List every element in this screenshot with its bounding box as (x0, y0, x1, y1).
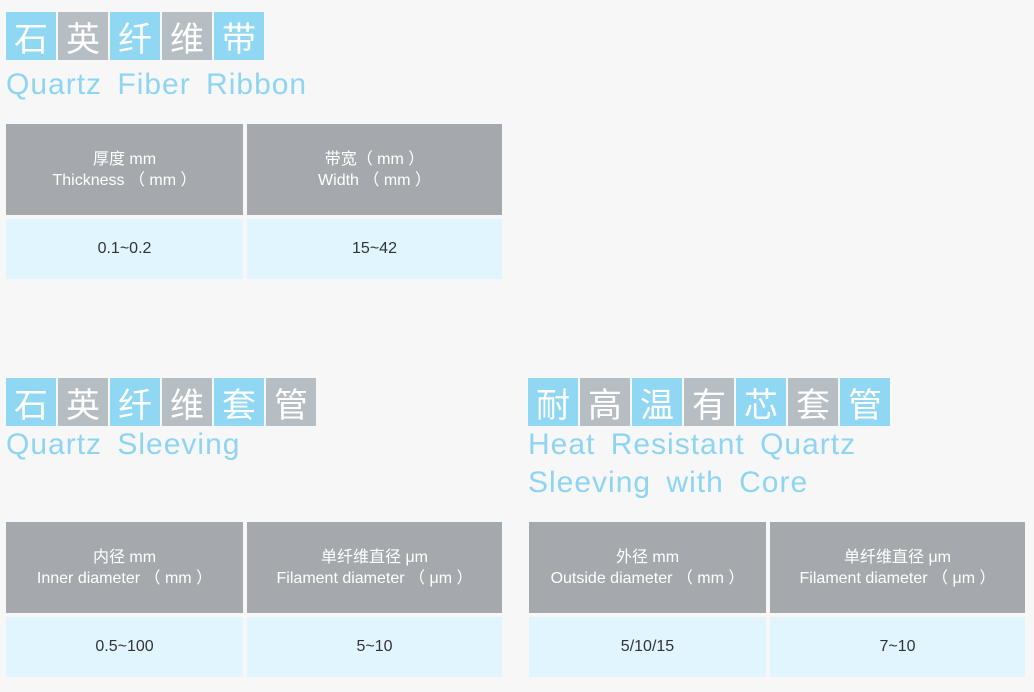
title-char: 耐 (528, 378, 578, 426)
filament-diameter-header: 单纤维直径 μm Filament diameter （ μm ） (247, 522, 502, 613)
title-char: 套 (788, 378, 838, 426)
ribbon-spec-table: 厚度 mm Thickness （ mm ） 带宽（ mm ） Width （ … (6, 124, 502, 279)
sleeving-title-zh: 石 英 纤 维 套 管 (6, 378, 316, 426)
title-char: 英 (58, 378, 108, 426)
title-char: 英 (58, 12, 108, 60)
header-zh: 厚度 mm (92, 150, 157, 168)
header-zh: 外径 mm (615, 548, 680, 566)
ribbon-title-en: Quartz Fiber Ribbon (6, 68, 308, 101)
outside-diameter-value: 5/10/15 (529, 613, 766, 677)
core-title-zh: 耐 高 温 有 芯 套 管 (528, 378, 890, 426)
header-en: Outside diameter （ mm ） (550, 569, 745, 587)
title-char: 维 (162, 378, 212, 426)
sleeving-section: 石 英 纤 维 套 管 Quartz Sleeving (6, 378, 316, 464)
header-zh: 带宽（ mm ） (324, 150, 425, 168)
inner-diameter-value: 0.5~100 (6, 613, 243, 677)
header-zh: 单纤维直径 μm (321, 548, 428, 566)
title-char: 纤 (110, 12, 160, 60)
outside-diameter-header: 外径 mm Outside diameter （ mm ） (529, 522, 766, 613)
inner-diameter-header: 内径 mm Inner diameter （ mm ） (6, 522, 243, 613)
header-en: Inner diameter （ mm ） (36, 569, 213, 587)
title-char: 带 (214, 12, 264, 60)
core-spec-table: 外径 mm Outside diameter （ mm ） 单纤维直径 μm F… (529, 522, 1025, 677)
header-zh: 内径 mm (92, 548, 157, 566)
title-char: 高 (580, 378, 630, 426)
header-en: Filament diameter （ μm ） (276, 569, 473, 587)
header-en: Filament diameter （ μm ） (799, 569, 996, 587)
filament-diameter-value: 7~10 (770, 613, 1025, 677)
header-zh: 单纤维直径 μm (844, 548, 951, 566)
width-header: 带宽（ mm ） Width （ mm ） (247, 124, 502, 215)
thickness-value: 0.1~0.2 (6, 215, 243, 279)
core-title-en-line1: Heat Resistant Quartz (528, 428, 857, 461)
title-char: 纤 (110, 378, 160, 426)
filament-diameter-header: 单纤维直径 μm Filament diameter （ μm ） (770, 522, 1025, 613)
filament-diameter-value: 5~10 (247, 613, 502, 677)
ribbon-section: 石 英 纤 维 带 Quartz Fiber Ribbon (6, 12, 307, 104)
sleeving-spec-table: 内径 mm Inner diameter （ mm ） 单纤维直径 μm Fil… (6, 522, 502, 677)
core-title-en-line2: Sleeving with Core (528, 466, 809, 499)
thickness-header: 厚度 mm Thickness （ mm ） (6, 124, 243, 215)
title-char: 芯 (736, 378, 786, 426)
title-char: 有 (684, 378, 734, 426)
title-char: 管 (840, 378, 890, 426)
title-char: 维 (162, 12, 212, 60)
core-section: 耐 高 温 有 芯 套 管 Heat Resistant Quartz Slee… (528, 378, 890, 502)
title-char: 石 (6, 12, 56, 60)
width-value: 15~42 (247, 215, 502, 279)
ribbon-title-zh: 石 英 纤 维 带 (6, 12, 307, 60)
title-char: 石 (6, 378, 56, 426)
title-char: 温 (632, 378, 682, 426)
title-char: 套 (214, 378, 264, 426)
title-char: 管 (266, 378, 316, 426)
header-en: Thickness （ mm ） (52, 171, 197, 189)
header-en: Width （ mm ） (318, 171, 431, 189)
sleeving-title-en: Quartz Sleeving (6, 428, 241, 461)
